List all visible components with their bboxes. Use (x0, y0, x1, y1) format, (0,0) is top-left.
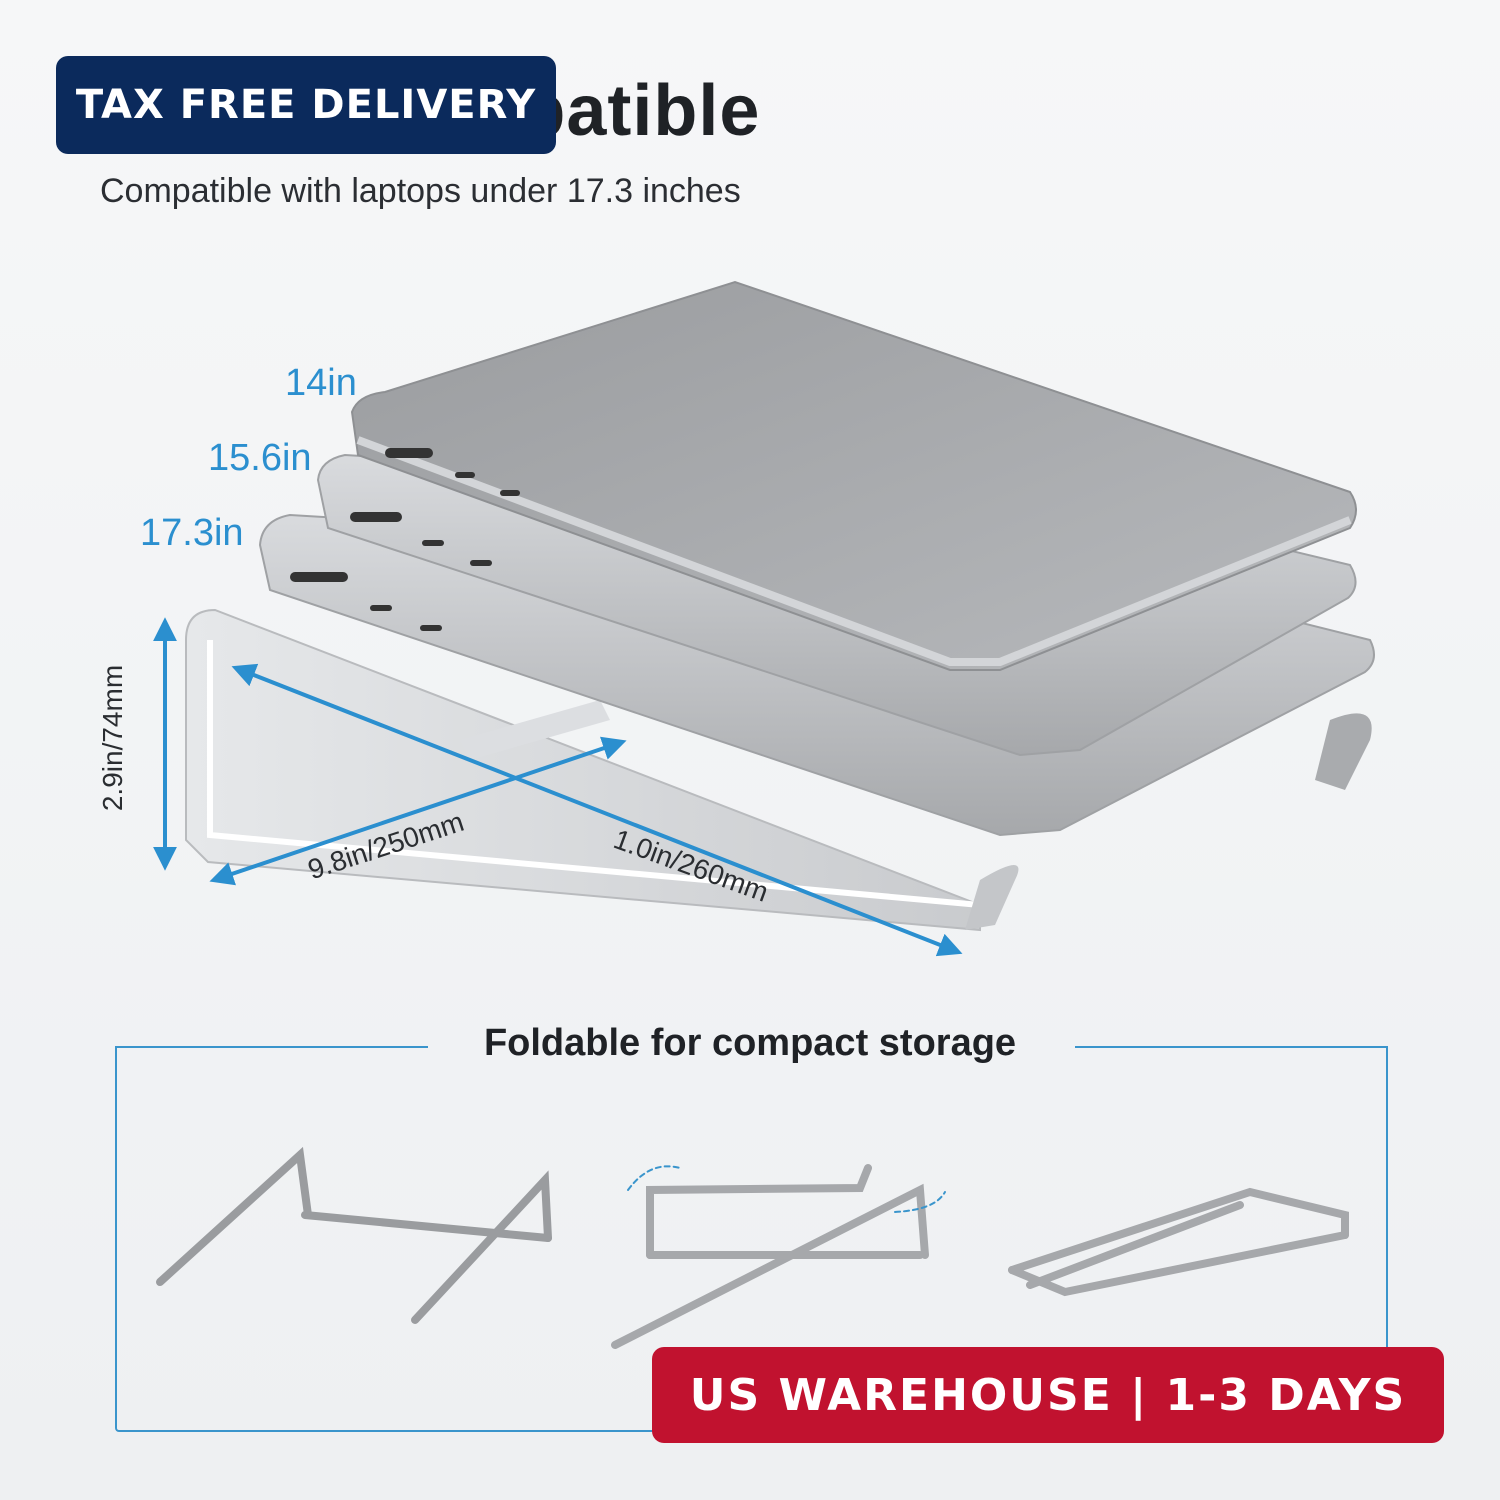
fold-section-title: Foldable for compact storage (483, 1022, 1017, 1064)
fold-step-1 (156, 1146, 552, 1324)
height-dimension: 2.9in/74mm (97, 664, 129, 812)
tax-free-badge: TAX FREE DELIVERY (56, 56, 556, 154)
subtitle: Compatible with laptops under 17.3 inche… (100, 172, 741, 210)
fold-step-3 (1008, 1187, 1349, 1297)
fold-step-2 (611, 1164, 946, 1349)
warehouse-badge: US WAREHOUSE | 1-3 DAYS (652, 1347, 1444, 1443)
dimension-arrows (153, 617, 963, 957)
laptop-14in (350, 280, 1357, 671)
size-label-15: 15.6in (208, 437, 312, 479)
size-label-14: 14in (285, 362, 357, 404)
fold-frame-line-left (115, 1046, 428, 1048)
fold-frame-line-right (1075, 1046, 1386, 1048)
size-label-17: 17.3in (140, 512, 244, 554)
